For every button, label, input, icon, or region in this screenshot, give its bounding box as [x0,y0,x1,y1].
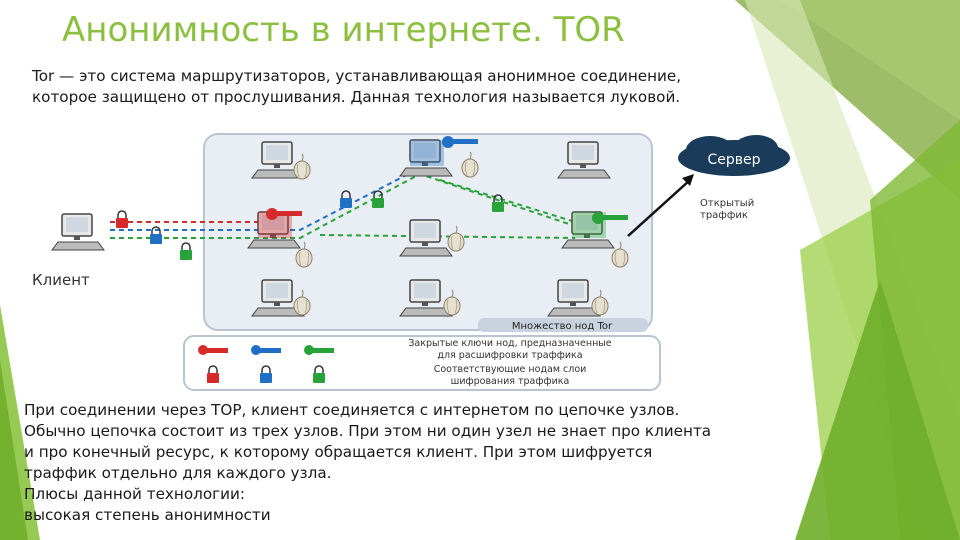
body-line: высокая степень анонимности [24,505,854,526]
body-line: При соединении через ТОР, клиент соединя… [24,400,854,421]
body-line: Обычно цепочка состоит из трех узлов. Пр… [24,421,854,442]
tor-network-diagram: Множество нод Tor Клиент [0,130,800,392]
svg-text:Закрытые ключи нод, предназнач: Закрытые ключи нод, предназначенные [408,338,611,349]
body-paragraph: При соединении через ТОР, клиент соединя… [24,400,854,526]
slide-title: Анонимность в интернете. TOR [62,10,625,50]
intro-paragraph: Tor — это система маршрутизаторов, устан… [32,66,732,108]
svg-text:для расшифровки траффика: для расшифровки траффика [437,350,582,361]
nodes-label: Множество нод Tor [512,321,613,332]
server-label: Сервер [707,152,760,168]
client-computer [52,214,104,250]
body-line: Плюсы данной технологии: [24,484,854,505]
body-line: и про конечный ресурс, к которому обраща… [24,442,854,463]
open-traffic-label-2: траффик [700,210,748,221]
svg-text:шифрования траффика: шифрования траффика [451,376,570,387]
open-traffic-label-1: Открытый [700,198,754,209]
client-label: Клиент [32,271,90,289]
body-line: траффик отдельно для каждого узла. [24,463,854,484]
svg-text:Соответствующие нодам слои: Соответствующие нодам слои [434,364,587,375]
server-cloud: Сервер [678,135,790,176]
